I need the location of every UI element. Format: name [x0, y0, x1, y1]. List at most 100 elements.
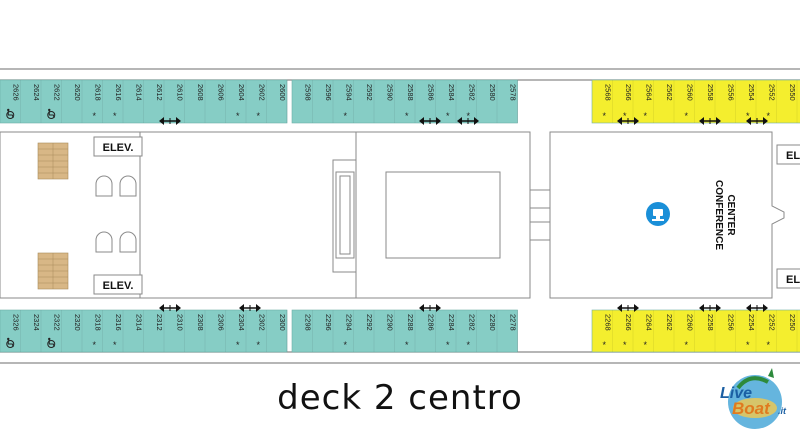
star-marker: *: [446, 111, 450, 121]
cabin-2604[interactable]: 2604*: [236, 80, 247, 123]
cabin-2550[interactable]: 2550: [788, 80, 798, 123]
cabin-2568[interactable]: 2568*: [602, 80, 613, 123]
cabin-2298[interactable]: 2298: [303, 310, 313, 352]
cabin-2606[interactable]: 2606: [216, 80, 226, 123]
cabin-2308[interactable]: 2308: [196, 310, 206, 352]
cabin-2284[interactable]: 2284*: [446, 310, 457, 352]
cabin-2318[interactable]: 2318*: [92, 310, 103, 352]
cabin-2624[interactable]: 2624: [32, 80, 42, 123]
cabin-2286[interactable]: 2286: [426, 310, 436, 352]
cabin-number: 2604: [237, 84, 246, 101]
cabin-2586[interactable]: 2586: [426, 80, 436, 123]
cabin-2262[interactable]: 2262: [665, 310, 675, 352]
cabin-number: 2558: [706, 84, 715, 101]
cabin-number: 2254: [747, 314, 756, 331]
cabin-2590[interactable]: 2590: [385, 80, 395, 123]
cabin-2566[interactable]: 2566*: [623, 80, 634, 123]
cabin-2618[interactable]: 2618*: [92, 80, 103, 123]
cabin-number: 2266: [624, 314, 633, 331]
cabin-2314[interactable]: 2314: [134, 310, 144, 352]
cabin-2288[interactable]: 2288*: [405, 310, 416, 352]
cabin-2324[interactable]: 2324: [32, 310, 42, 352]
cabin-2256[interactable]: 2256: [726, 310, 736, 352]
cabin-2302[interactable]: 2302*: [256, 310, 267, 352]
double-arrow-icon: [617, 117, 639, 125]
cabin-number: 2626: [11, 84, 20, 101]
connecting-arrows: [159, 117, 768, 312]
cabin-2278[interactable]: 2278: [508, 310, 518, 352]
cabin-2326[interactable]: 2326: [6, 310, 21, 352]
star-marker: *: [684, 111, 688, 121]
cabin-2620[interactable]: 2620: [73, 80, 83, 123]
cabin-2322[interactable]: 2322: [47, 310, 62, 352]
cabin-2608[interactable]: 2608: [196, 80, 206, 123]
cabin-2626[interactable]: 2626: [6, 80, 21, 123]
cabin-2282[interactable]: 2282*: [466, 310, 477, 352]
cabin-2300[interactable]: 2300: [278, 310, 288, 352]
cabin-2320[interactable]: 2320: [73, 310, 83, 352]
cabin-2600[interactable]: 2600: [278, 80, 288, 123]
star-marker: *: [746, 111, 750, 121]
cabin-2252[interactable]: 2252*: [766, 310, 777, 352]
cabin-2588[interactable]: 2588*: [405, 80, 416, 123]
star-marker: *: [623, 111, 627, 121]
cabin-2612[interactable]: 2612: [155, 80, 165, 123]
cabin-2304[interactable]: 2304*: [236, 310, 247, 352]
cabin-2556[interactable]: 2556: [726, 80, 736, 123]
cabin-2602[interactable]: 2602*: [256, 80, 267, 123]
cabin-number: 2608: [196, 84, 205, 101]
cabin-2264[interactable]: 2264*: [643, 310, 654, 352]
cabin-number: 2296: [324, 314, 333, 331]
cabin-2554[interactable]: 2554*: [746, 80, 757, 123]
cabin-2584[interactable]: 2584*: [446, 80, 457, 123]
cabin-2296[interactable]: 2296: [324, 310, 334, 352]
cabin-2592[interactable]: 2592: [365, 80, 375, 123]
cabin-2294[interactable]: 2294*: [343, 310, 354, 352]
star-marker: *: [684, 340, 688, 350]
star-marker: *: [236, 340, 240, 350]
cabin-2266[interactable]: 2266*: [623, 310, 634, 352]
cabin-number: 2596: [324, 84, 333, 101]
cabin-2562[interactable]: 2562: [665, 80, 675, 123]
cabin-2578[interactable]: 2578: [508, 80, 518, 123]
cabin-number: 2316: [114, 314, 123, 331]
cabin-2558[interactable]: 2558: [706, 80, 716, 123]
double-arrow-icon: [159, 117, 181, 125]
cabin-2290[interactable]: 2290: [385, 310, 395, 352]
cabin-2564[interactable]: 2564*: [643, 80, 654, 123]
cabin-2614[interactable]: 2614: [134, 80, 144, 123]
cabin-2310[interactable]: 2310: [175, 310, 185, 352]
cabin-2258[interactable]: 2258: [706, 310, 716, 352]
star-marker: *: [405, 340, 409, 350]
cabin-2250[interactable]: 2250: [788, 310, 798, 352]
cabin-2594[interactable]: 2594*: [343, 80, 354, 123]
cabin-2616[interactable]: 2616*: [113, 80, 124, 123]
cabin-2306[interactable]: 2306: [216, 310, 226, 352]
cabin-2312[interactable]: 2312: [155, 310, 165, 352]
cabin-group-bottom-mid: 2298 2296 2294* 2292 2290 2288* 2286 2284* 2282*…: [291, 309, 518, 353]
cabin-2560[interactable]: 2560 *: [684, 80, 695, 123]
atrium-step-inner: [339, 175, 351, 255]
cabin-2596[interactable]: 2596: [324, 80, 334, 123]
cabin-2598[interactable]: 2598: [303, 80, 313, 123]
star-marker: *: [405, 111, 409, 121]
cabin-2260[interactable]: 2260*: [684, 310, 695, 352]
cabin-2280[interactable]: 2280: [488, 310, 498, 352]
deck-caption: deck 2 centro: [277, 378, 523, 418]
cabin-number: 2560: [685, 84, 694, 101]
cabin-2622[interactable]: 2622: [47, 80, 62, 123]
double-arrow-icon: [699, 117, 721, 125]
cabin-2316[interactable]: 2316*: [113, 310, 124, 352]
cabin-number: 2562: [665, 84, 674, 101]
cabin-2610[interactable]: 2610: [175, 80, 185, 123]
cabin-2552[interactable]: 2552*: [766, 80, 777, 123]
cabin-2254[interactable]: 2254*: [746, 310, 757, 352]
cabin-2580[interactable]: 2580: [488, 80, 498, 123]
cabin-number: 2252: [767, 314, 776, 331]
cabin-2582[interactable]: 2582*: [466, 80, 477, 123]
wheelchair-icon: [6, 108, 15, 119]
wheelchair-icon: [6, 337, 15, 348]
cabin-number: 2322: [52, 314, 61, 331]
cabin-2292[interactable]: 2292: [365, 310, 375, 352]
cabin-2268[interactable]: 2268*: [602, 310, 613, 352]
